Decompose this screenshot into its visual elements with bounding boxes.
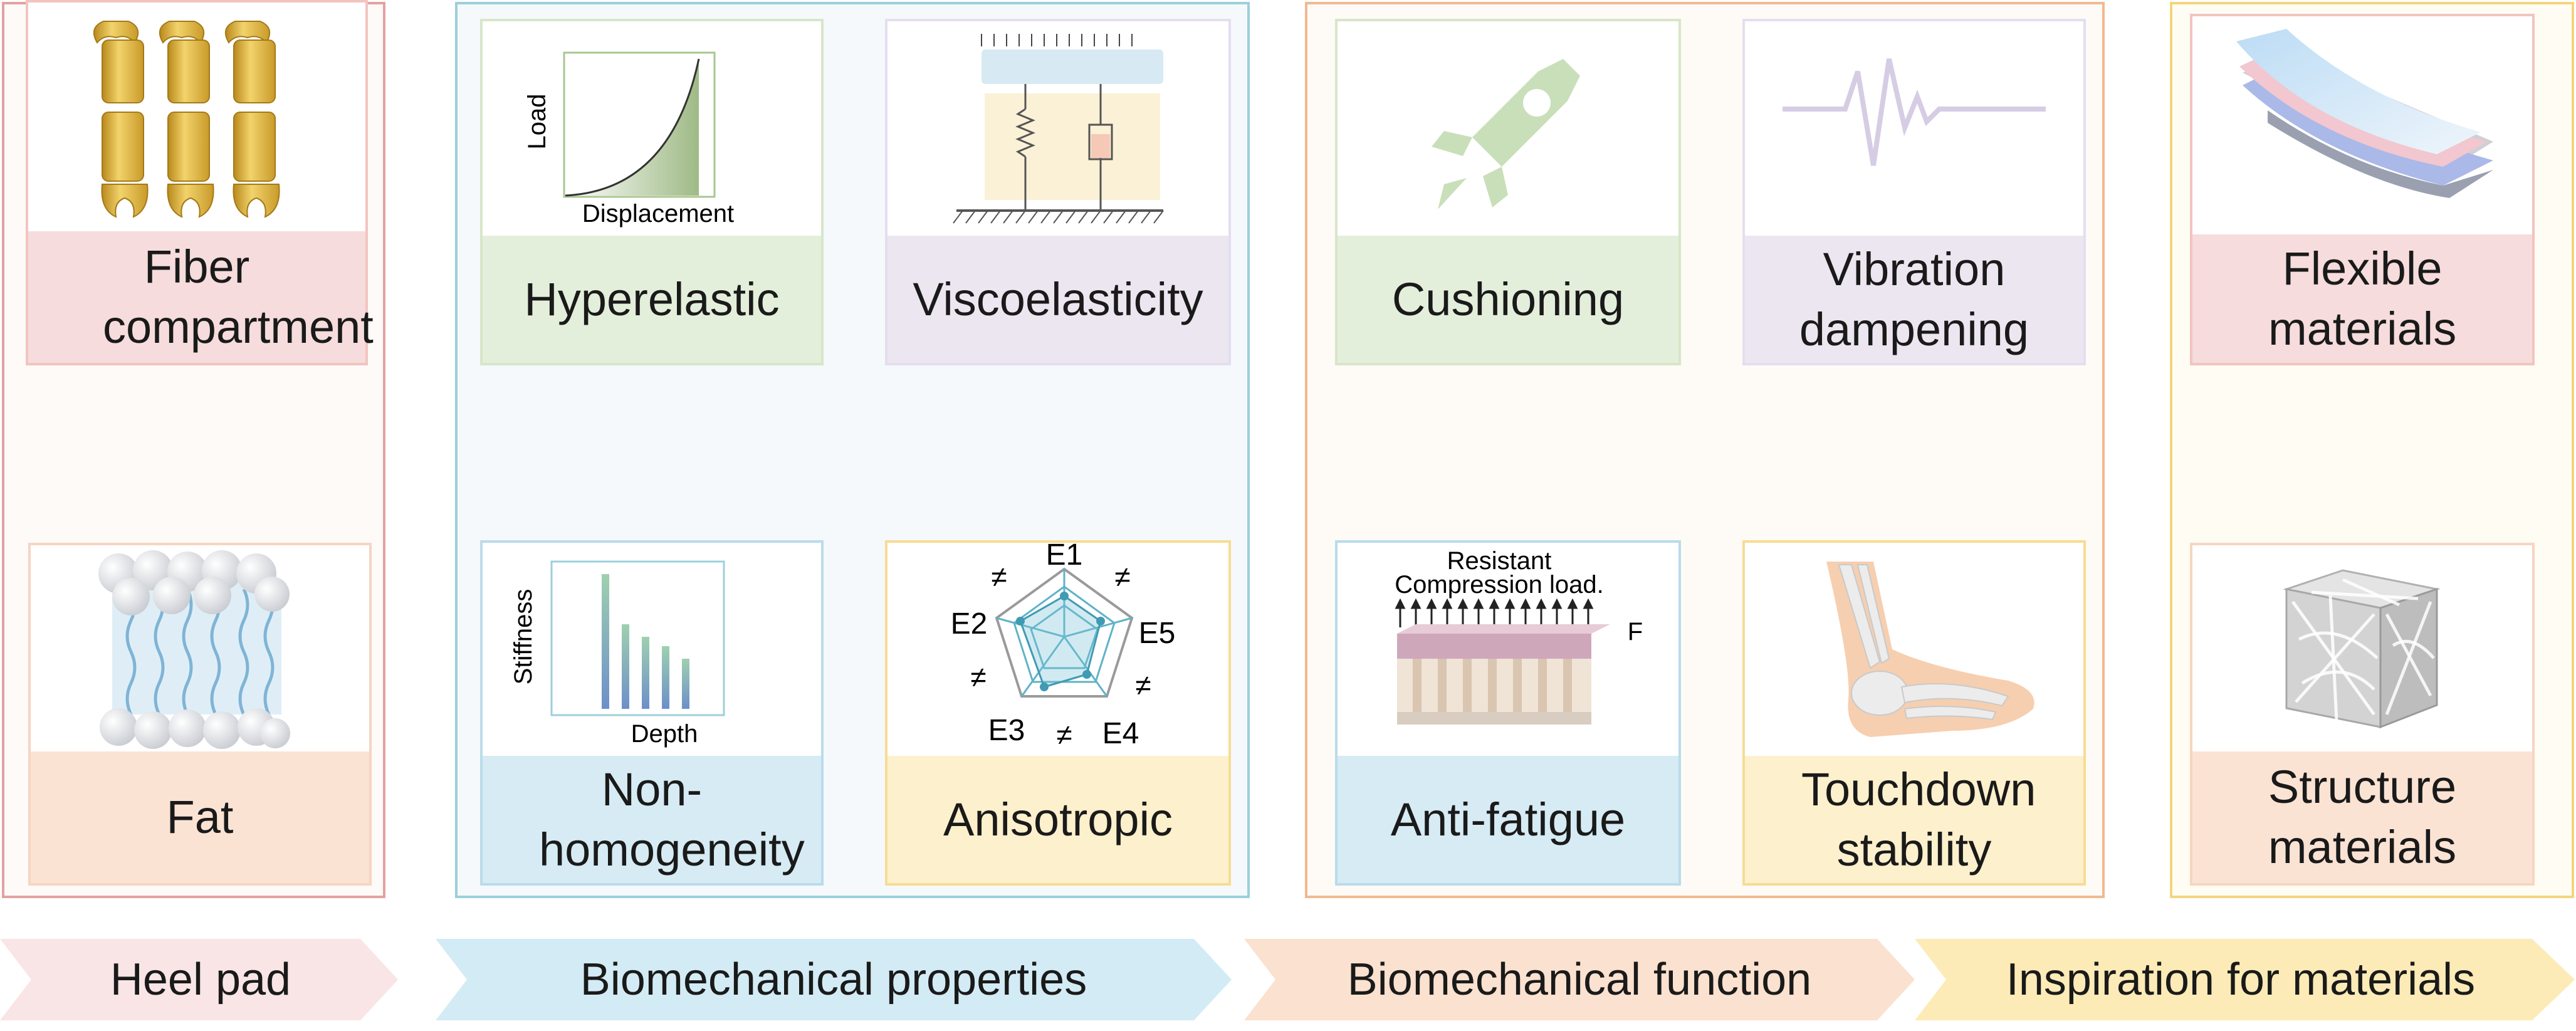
vibration-waveform-icon xyxy=(1745,21,2083,236)
fiber-compartment-illustration xyxy=(28,3,365,231)
flexible-materials-text: Flexible materials xyxy=(2268,242,2457,355)
flow-arrow-properties xyxy=(436,939,1232,1020)
structure-materials-card: Structure materials xyxy=(2190,543,2535,886)
fat-label: Fat xyxy=(31,751,369,883)
anisotropic-radar: E1 E2 E5 E3 E4 ≠ ≠ ≠ ≠ ≠ xyxy=(887,538,1228,756)
antifatigue-caption-1: Resistant xyxy=(1447,547,1552,575)
hyperelastic-x-label: Displacement xyxy=(582,200,734,228)
flow-label-function: Biomechanical function xyxy=(1347,955,1812,1005)
fat-text: Fat xyxy=(166,791,234,843)
flow-label-materials: Inspiration for materials xyxy=(2006,955,2476,1005)
e2-label: E2 xyxy=(951,607,988,641)
fat-illustration xyxy=(31,545,369,756)
flow-label-properties: Biomechanical properties xyxy=(580,955,1087,1005)
antifatigue-card: Resistant Compression load. F xyxy=(1335,540,1681,886)
viscoelasticity-label: Viscoelasticity xyxy=(887,236,1228,363)
flow-arrow-function xyxy=(1244,939,1915,1020)
anisotropic-text: Anisotropic xyxy=(943,793,1173,845)
touchdown-card: Touchdown stability xyxy=(1742,540,2086,886)
touchdown-text: Touchdown stability xyxy=(1801,763,2036,876)
foot-bones-illustration xyxy=(1745,543,2083,756)
viscoelasticity-card: Viscoelasticity xyxy=(885,19,1231,365)
neq-symbol-right: ≠ xyxy=(1135,669,1151,701)
touchdown-label: Touchdown stability xyxy=(1745,756,2083,883)
neq-symbol-left: ≠ xyxy=(970,661,986,693)
nonhomogeneity-label: Non-homogeneity xyxy=(483,756,821,883)
e1-label: E1 xyxy=(1046,543,1083,572)
force-label: F xyxy=(1628,618,1643,646)
nonhomogeneity-text: Non-homogeneity xyxy=(539,763,805,876)
vibration-label: Vibration dampening xyxy=(1745,236,2083,363)
vibration-text: Vibration dampening xyxy=(1799,243,2029,355)
flexible-materials-card: Flexible materials xyxy=(2190,14,2535,365)
antifatigue-illustration: Resistant Compression load. F xyxy=(1338,543,1678,756)
e4-label: E4 xyxy=(1102,717,1139,750)
viscoelasticity-text: Viscoelasticity xyxy=(913,273,1203,325)
fiber-compartment-text: Fiber compartment xyxy=(103,241,374,353)
structure-materials-text: Structure materials xyxy=(2268,761,2457,873)
hyperelastic-graph: Load Displacement xyxy=(483,21,821,236)
e3-label: E3 xyxy=(988,714,1025,747)
anisotropic-card: E1 E2 E5 E3 E4 ≠ ≠ ≠ ≠ ≠ Anisotropic xyxy=(885,538,1231,886)
anisotropic-label: Anisotropic xyxy=(887,756,1228,883)
nonhomogeneity-card: Stiffness Depth Non-homogeneity xyxy=(480,540,824,886)
cushioning-card: Cushioning xyxy=(1335,19,1681,365)
nonhomogeneity-graph: Stiffness Depth xyxy=(483,543,821,756)
neq-symbol-bottom: ≠ xyxy=(1056,718,1072,751)
hyperelastic-text: Hyperelastic xyxy=(524,273,780,325)
fiber-compartment-card: Fiber compartment xyxy=(26,0,374,365)
hyperelastic-y-label: Load xyxy=(523,94,551,150)
antifatigue-caption-2: Compression load. xyxy=(1395,571,1604,599)
flow-arrow-materials xyxy=(1915,939,2575,1020)
antifatigue-label: Anti-fatigue xyxy=(1338,756,1678,883)
flow-arrows-background xyxy=(0,939,2575,1020)
neq-symbol-top-right: ≠ xyxy=(1114,560,1130,593)
flow-label-heel-pad: Heel pad xyxy=(110,955,291,1005)
rocket-icon xyxy=(1338,21,1678,236)
flexible-materials-label: Flexible materials xyxy=(2192,234,2532,363)
antifatigue-text: Anti-fatigue xyxy=(1390,793,1626,845)
flow-arrow-heel-pad xyxy=(0,939,398,1020)
fat-card: Fat xyxy=(28,543,372,886)
nonhomogeneity-y-label: Stiffness xyxy=(510,589,537,685)
neq-symbol-top-left: ≠ xyxy=(991,560,1007,593)
structure-materials-label: Structure materials xyxy=(2192,751,2532,883)
cushioning-text: Cushioning xyxy=(1391,273,1625,325)
nonhomogeneity-x-label: Depth xyxy=(631,720,698,748)
hyperelastic-card: Load Displacement Hyperelastic xyxy=(480,19,824,365)
lattice-cube-illustration xyxy=(2192,545,2532,756)
e5-label: E5 xyxy=(1139,617,1176,650)
flexible-sheets-illustration xyxy=(2192,16,2532,236)
vibration-card: Vibration dampening xyxy=(1742,19,2086,365)
viscoelastic-model-illustration xyxy=(887,21,1228,236)
hyperelastic-label: Hyperelastic xyxy=(483,236,821,363)
cushioning-label: Cushioning xyxy=(1338,236,1678,363)
fiber-compartment-label: Fiber compartment xyxy=(28,231,374,363)
